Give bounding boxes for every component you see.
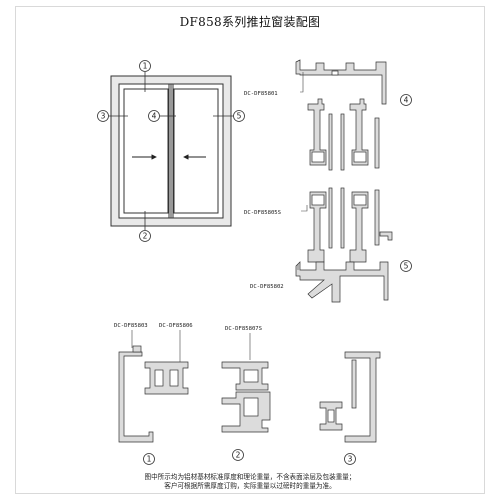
section-2 <box>221 361 271 433</box>
sash-profile-section-3-chamber <box>327 409 335 423</box>
profile-85807S-upper-chamber <box>243 369 259 383</box>
section-callout-5: 5 <box>404 262 409 271</box>
note-line-1: 图中所示均为铝材基材标准厚度和理论重量，不含表面涂层及包装重量； <box>144 473 356 481</box>
sash-rail-right-bottom <box>349 191 369 263</box>
label-85801: DC-DF85801 <box>244 91 278 97</box>
drawing-title: DF858系列推拉窗装配图 <box>179 15 321 29</box>
label-85803: DC-DF85803 <box>114 323 148 329</box>
callout-1: 1 <box>143 62 148 71</box>
section-3 <box>319 351 381 443</box>
sash-rail-left-top-chamber <box>311 151 325 163</box>
callout-2: 2 <box>143 232 148 241</box>
section-callout-4: 4 <box>404 96 409 105</box>
profile-85803-top-hook <box>132 345 142 353</box>
frame-slot <box>331 70 339 76</box>
right-sash-glass <box>173 88 219 214</box>
drain-lip <box>379 231 393 241</box>
profile-85802-vertical <box>344 351 381 443</box>
section-callout-3: 3 <box>348 455 353 464</box>
window-callouts <box>97 60 245 242</box>
label-85805S: DC-DF85805S <box>244 210 281 216</box>
gasket-right-top <box>340 113 345 171</box>
gasket-right-bottom <box>340 187 345 249</box>
section-callouts-bottom <box>143 449 356 465</box>
label-85807S: DC-DF85807S <box>225 326 262 332</box>
section-callout-2: 2 <box>236 451 241 460</box>
profile-85801-frame <box>295 59 387 105</box>
right-sash <box>168 83 224 219</box>
sash-rail-left-top <box>307 98 327 166</box>
glazing-bead-top <box>374 117 380 169</box>
section-1 <box>118 345 189 443</box>
sash-rail-left-bottom-chamber <box>311 194 325 206</box>
profile-85806-chamber-left <box>154 369 164 387</box>
glazing-bead-bottom <box>374 189 380 246</box>
sash-rail-right-top-chamber <box>353 151 367 163</box>
label-85806: DC-DF85806 <box>159 323 193 329</box>
left-sash <box>118 83 174 219</box>
profile-85806-chamber-right <box>169 369 179 387</box>
section-callouts-right <box>400 94 412 272</box>
profile-85807S-lower-chamber <box>243 397 259 417</box>
left-sash-glass <box>123 88 169 214</box>
gasket-left-bottom <box>328 187 333 249</box>
window-elevation <box>110 75 232 227</box>
callout-5: 5 <box>237 112 242 121</box>
sash-rail-right-top <box>349 98 369 166</box>
profile-85802-sill <box>295 261 389 303</box>
note-line-2: 客户可根据所需厚度订购，实际重量以过磅时的重量为准。 <box>164 482 336 490</box>
section-bottom <box>295 187 393 303</box>
gasket-left-top <box>328 113 333 171</box>
section-callout-1: 1 <box>147 455 152 464</box>
sash-rail-right-bottom-chamber <box>353 194 367 206</box>
profile-85806 <box>144 361 189 395</box>
section-top <box>295 59 387 171</box>
callout-3: 3 <box>101 112 106 121</box>
callout-4: 4 <box>152 112 157 121</box>
glazing-bead-section-3 <box>351 359 357 409</box>
profile-85803 <box>118 351 154 443</box>
label-85802: DC-DF85802 <box>250 284 284 290</box>
section-leaders <box>297 72 308 270</box>
